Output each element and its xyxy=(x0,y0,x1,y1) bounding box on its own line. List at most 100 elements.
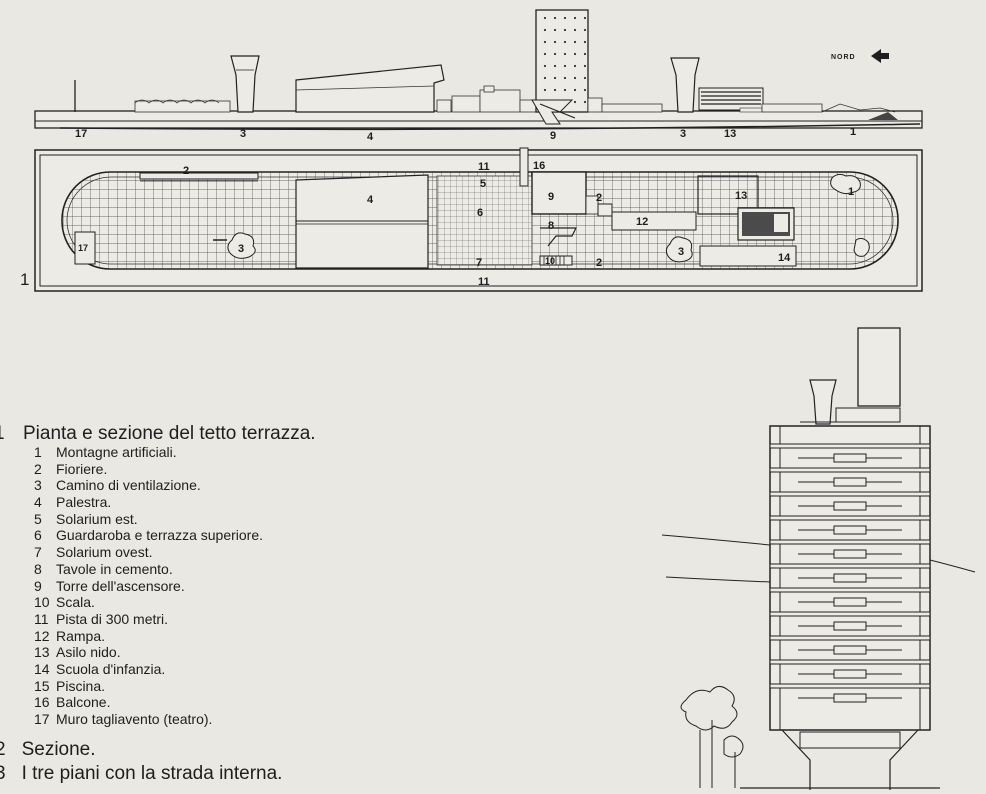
floor-slab xyxy=(769,611,931,617)
legend-number: 11 xyxy=(34,610,49,627)
plan-label: 5 xyxy=(480,178,486,190)
legend-label: Balcone. xyxy=(56,694,111,711)
section-label: 3 xyxy=(240,128,246,140)
legend-label: Solarium ovest. xyxy=(56,544,153,561)
plan-label: 1 xyxy=(848,186,854,198)
caption-item-3: 3 I tre piani con la strada interna. xyxy=(0,763,282,785)
figure-number: 1 xyxy=(20,270,30,289)
section-labels: 17 3 4 9 3 13 1 xyxy=(75,126,856,143)
roof-plan xyxy=(34,147,923,292)
legend-label: Scala. xyxy=(56,594,95,611)
interior-street xyxy=(833,645,867,655)
floor-slab xyxy=(769,515,931,521)
legend-label: Asilo nido. xyxy=(56,644,121,661)
plan-label: 2 xyxy=(596,192,602,204)
floor-slab xyxy=(769,683,931,689)
legend-number: 4 xyxy=(34,494,42,511)
legend-item: 8 Tavole in cemento. xyxy=(34,561,263,578)
legend-label: Muro tagliavento (teatro). xyxy=(56,711,213,727)
legend-label: Guardaroba e terrazza superiore. xyxy=(56,527,263,544)
interior-street xyxy=(833,597,867,607)
plan-label: 4 xyxy=(367,194,374,206)
plan-label: 3 xyxy=(238,243,244,255)
legend-number: 2 xyxy=(34,460,42,477)
roof-section xyxy=(34,9,923,131)
plan-label: 3 xyxy=(678,246,684,258)
section-label: 3 xyxy=(680,128,686,140)
floor-slab xyxy=(769,563,931,569)
section-label: 4 xyxy=(367,131,374,143)
caption-heading: Pianta e sezione del tetto terrazza. xyxy=(23,423,316,444)
legend-label: Palestra. xyxy=(56,494,112,511)
legend-item: 11 Pista di 300 metri. xyxy=(34,611,263,628)
plan-label: 8 xyxy=(548,220,554,232)
caption-item-2-text: Sezione. xyxy=(21,739,96,760)
floor-slab xyxy=(769,587,931,593)
legend-label: Torre dell'ascensore. xyxy=(56,577,185,594)
legend-number: 7 xyxy=(34,544,42,561)
legend-label: Tavole in cemento. xyxy=(56,560,173,577)
caption-item-2: 2 Sezione. xyxy=(0,739,96,761)
interior-street xyxy=(833,573,867,583)
north-arrow: NORD xyxy=(831,49,889,63)
legend-label: Fioriere. xyxy=(56,460,108,477)
plan-label: 17 xyxy=(78,243,88,253)
legend-label: Pista di 300 metri. xyxy=(56,610,169,627)
interior-street xyxy=(833,549,867,559)
plan-label: 13 xyxy=(735,190,747,202)
legend-number: 1 xyxy=(34,444,42,460)
legend-item: 4 Palestra. xyxy=(34,494,263,511)
section-label: 13 xyxy=(724,128,736,140)
interior-street xyxy=(833,669,867,679)
section-label: 17 xyxy=(75,128,87,140)
legend-number: 3 xyxy=(34,477,42,494)
north-arrow-icon xyxy=(871,49,889,63)
floor-slab xyxy=(769,467,931,473)
legend-item: 9 Torre dell'ascensore. xyxy=(34,578,263,595)
legend-item: 14 Scuola d'infanzia. xyxy=(34,661,263,678)
legend-item: 10 Scala. xyxy=(34,594,263,611)
section-label: 1 xyxy=(850,126,856,138)
floor-slab xyxy=(769,635,931,641)
legend-number: 8 xyxy=(34,560,42,577)
plan-label: 15 xyxy=(775,219,787,231)
plan-label: 6 xyxy=(477,207,483,219)
plan-label: 10 xyxy=(545,256,555,266)
legend-item: 1 Montagne artificiali. xyxy=(34,444,263,461)
caption-item-2-number: 2 xyxy=(0,739,6,760)
legend-number: 5 xyxy=(34,510,42,527)
legend-item: 2 Fioriere. xyxy=(34,461,263,478)
interior-street xyxy=(833,501,867,511)
interior-street xyxy=(833,525,867,535)
plan-label: 11 xyxy=(478,161,490,173)
legend-label: Solarium est. xyxy=(56,510,138,527)
legend-number: 14 xyxy=(34,660,50,677)
plan-label: 9 xyxy=(548,191,554,203)
caption-item-3-number: 3 xyxy=(0,763,6,784)
section-label: 9 xyxy=(550,130,556,142)
floor-slabs xyxy=(769,443,931,703)
legend-item: 7 Solarium ovest. xyxy=(34,544,263,561)
floor-slab xyxy=(769,443,931,449)
legend-number: 12 xyxy=(34,627,50,644)
interior-street xyxy=(833,453,867,463)
legend-label: Rampa. xyxy=(56,627,106,644)
legend-number: 9 xyxy=(34,577,42,594)
floor-slab xyxy=(769,539,931,545)
legend-number: 6 xyxy=(34,527,42,544)
interior-street xyxy=(833,621,867,631)
caption-item-3-text: I tre piani con la strada interna. xyxy=(21,763,283,784)
legend-item: 6 Guardaroba e terrazza superiore. xyxy=(34,527,263,544)
caption-heading-number: 1 xyxy=(0,424,6,444)
legend-number: 16 xyxy=(34,694,50,711)
interior-street xyxy=(833,477,867,487)
legend-label: Scuola d'infanzia. xyxy=(56,660,166,677)
legend-label: Montagne artificiali. xyxy=(56,444,177,460)
plan-label: 2 xyxy=(183,165,189,177)
building-section xyxy=(661,327,976,790)
legend-number: 10 xyxy=(34,594,50,611)
